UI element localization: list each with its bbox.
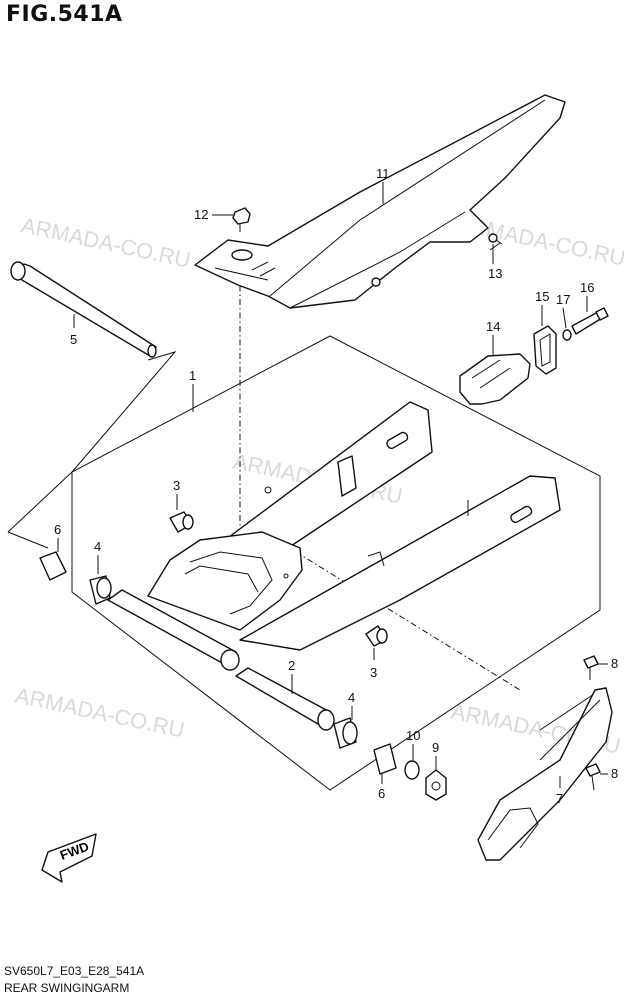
drawing-code: SV650L7_E03_E28_541A [4,964,145,978]
callout-13: 13 [488,266,502,281]
bearing-right [333,717,358,749]
callout-9: 9 [432,740,439,755]
figure-title: FIG.541A [6,2,123,27]
washer-17 [562,329,572,341]
washer-10 [404,760,420,780]
spacer-right [373,743,397,775]
callout-2: 2 [288,658,295,673]
grommet [533,325,557,375]
callout-8-upper: 8 [611,656,618,671]
guide-bolt-lower [585,763,601,791]
swingarm [147,401,561,651]
forward-direction-arrow: FWD [41,833,97,883]
chain-case [194,94,566,309]
drawing-caption: REAR SWINGINGARM [4,981,130,995]
callout-15: 15 [535,289,549,304]
pivot-nut [425,769,447,801]
callout-4-left: 4 [94,539,101,554]
callout-6-left: 6 [54,522,61,537]
hose-guide-bracket [459,353,531,405]
callout-10: 10 [406,728,420,743]
callout-17: 17 [556,292,570,307]
bushing-upper [169,511,194,533]
callout-1: 1 [189,368,196,383]
spacer-left [39,551,67,581]
callout-14: 14 [486,319,500,334]
chain-guide [477,687,613,861]
callout-12: 12 [194,207,208,222]
leader-lines [7,242,601,731]
callout-8-lower: 8 [611,766,618,781]
chain-case-screw [488,233,503,245]
watermark-1: ARMADA-CO.RU [19,212,193,272]
callout-3-lower: 3 [370,665,377,680]
callouts: 1 2 3 3 4 4 5 6 6 7 8 8 9 10 11 12 13 14 [54,166,618,806]
callout-6-right: 6 [378,786,385,801]
pivot-tube [107,589,335,731]
bolt-16 [571,307,609,335]
chain-case-bolt [232,207,251,232]
callout-4-right: 4 [348,690,355,705]
callout-11: 11 [376,166,390,181]
guide-bolt-upper [583,655,599,680]
pivot-shaft [10,261,157,358]
callout-5: 5 [70,332,77,347]
callout-3-upper: 3 [173,478,180,493]
callout-16: 16 [580,280,594,295]
callout-7: 7 [556,791,563,806]
bearing-left [89,575,112,605]
watermark-4: ARMADA-CO.RU [13,682,187,742]
bushing-lower [365,625,388,647]
